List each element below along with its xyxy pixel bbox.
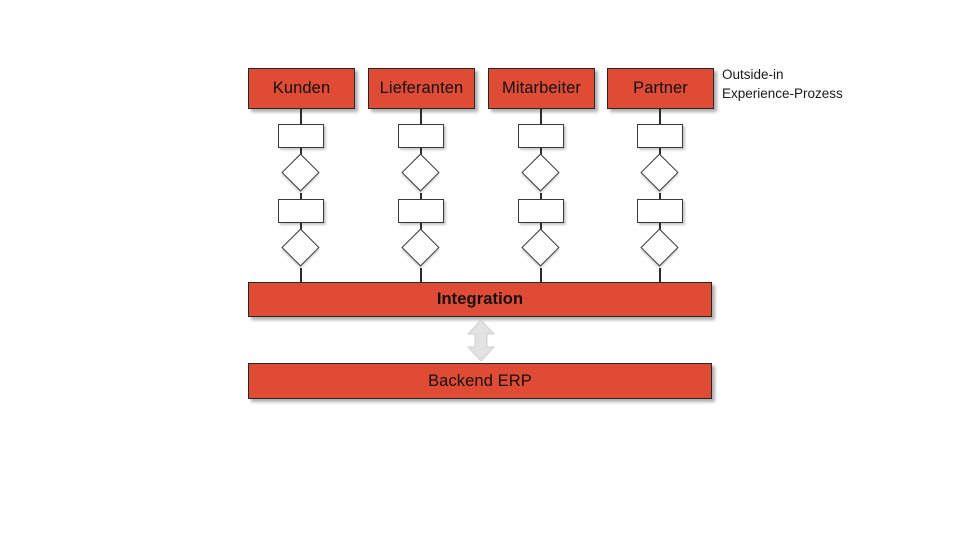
backend-erp-bar-label: Backend ERP [428,371,532,390]
process-step-rect[interactable] [518,199,564,223]
legend-line-2: Experience-Prozess [722,86,843,101]
channel-header-label: Partner [633,79,688,98]
backend-erp-bar[interactable]: Backend ERP [248,363,712,399]
channel-header-lieferanten[interactable]: Lieferanten [368,68,475,109]
process-decision-diamond[interactable] [521,228,560,267]
channel-header-partner[interactable]: Partner [607,68,714,109]
channel-header-label: Lieferanten [379,79,464,98]
process-decision-diamond[interactable] [281,228,320,267]
connector-line [420,193,422,199]
connector-line [540,109,542,124]
process-decision-diamond[interactable] [401,153,440,192]
connector-line [420,109,422,124]
process-step-rect[interactable] [637,124,683,148]
process-step-rect[interactable] [398,199,444,223]
connector-line [659,268,661,283]
process-decision-diamond[interactable] [640,153,679,192]
connector-line [659,109,661,124]
channel-header-label: Kunden [272,79,331,98]
process-decision-diamond[interactable] [521,153,560,192]
channel-header-mitarbeiter[interactable]: Mitarbeiter [488,68,595,109]
channel-header-kunden[interactable]: Kunden [248,68,355,109]
bidirectional-arrow-icon [466,319,496,362]
connector-line [300,109,302,124]
process-decision-diamond[interactable] [640,228,679,267]
process-step-rect[interactable] [278,124,324,148]
integration-bar-label: Integration [436,290,524,309]
process-decision-diamond[interactable] [401,228,440,267]
process-step-rect[interactable] [518,124,564,148]
connector-line [540,193,542,199]
channel-header-label: Mitarbeiter [501,79,582,98]
legend-line-1: Outside-in [722,67,784,82]
outside-in-legend: Outside-in Experience-Prozess [722,65,843,103]
connector-line [300,193,302,199]
connector-line [540,268,542,283]
process-step-rect[interactable] [278,199,324,223]
process-step-rect[interactable] [637,199,683,223]
integration-bar[interactable]: Integration [248,282,712,317]
process-decision-diamond[interactable] [281,153,320,192]
connector-line [420,268,422,283]
connector-line [659,193,661,199]
process-step-rect[interactable] [398,124,444,148]
connector-line [300,268,302,283]
